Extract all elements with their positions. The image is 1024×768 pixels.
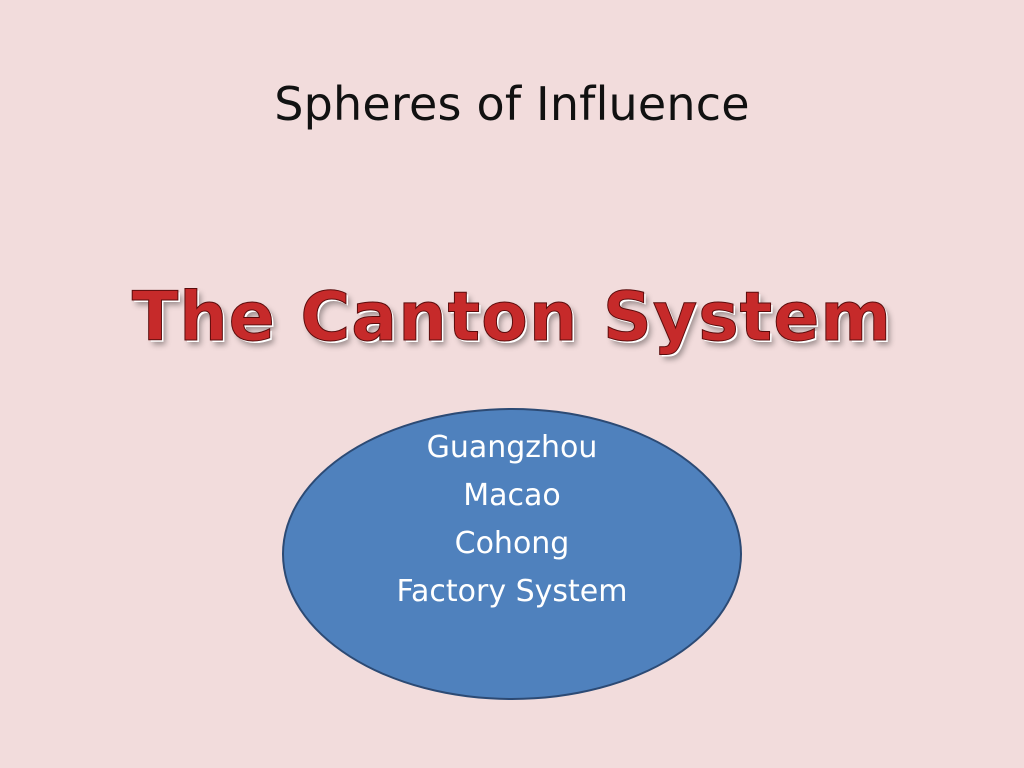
- list-item: Factory System: [396, 574, 628, 609]
- ellipse-text-list: Guangzhou Macao Cohong Factory System: [282, 424, 742, 616]
- blue-ellipse-shape: [282, 408, 742, 700]
- section-heading: The Canton System: [131, 278, 893, 358]
- list-item: Macao: [463, 478, 561, 513]
- list-item: Guangzhou: [426, 430, 598, 465]
- slide-title: Spheres of Influence: [274, 77, 750, 131]
- list-item: Cohong: [454, 526, 570, 561]
